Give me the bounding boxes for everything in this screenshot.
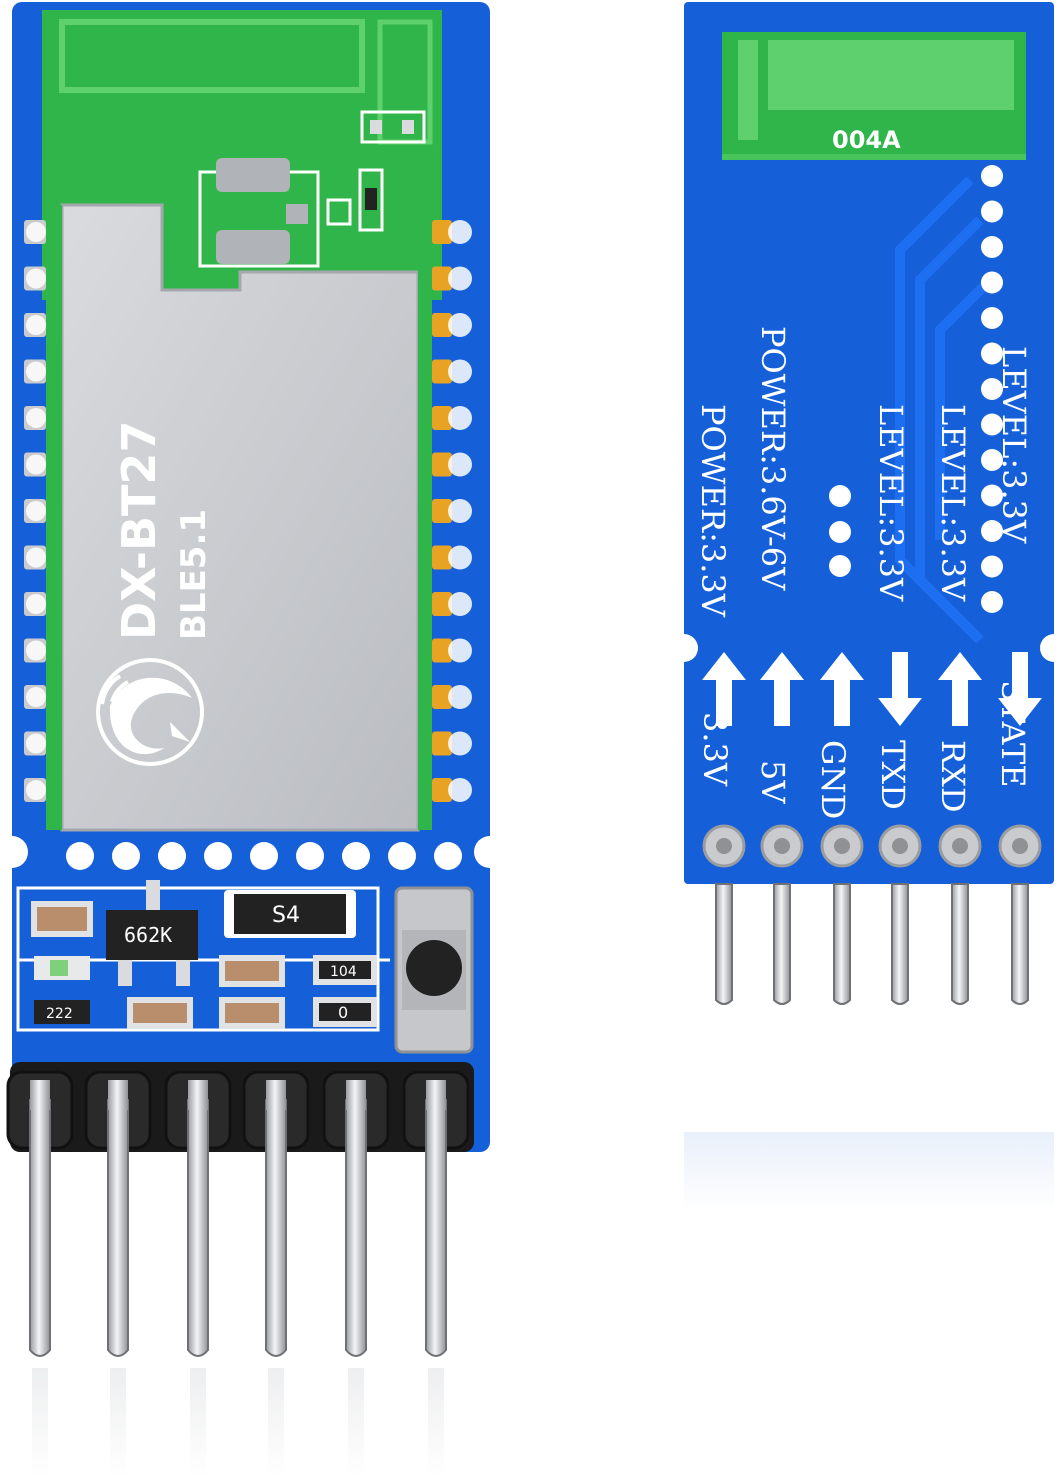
back-pin — [715, 883, 733, 1005]
side-pad — [432, 359, 452, 384]
edge-hole — [112, 842, 140, 870]
pin-label-rxd: RXD — [934, 740, 972, 813]
label-power-3v6-6v: POWER:3.6V-6V — [754, 326, 792, 591]
label-power-3v3: POWER:3.3V — [694, 404, 732, 618]
side-pad — [432, 452, 452, 477]
chip-0-label: 0 — [338, 1003, 348, 1022]
edge-hole — [158, 842, 186, 870]
header-pin — [187, 1099, 209, 1357]
label-level-3: LEVEL:3.3V — [995, 346, 1033, 544]
label-level-2: LEVEL:3.3V — [934, 404, 972, 602]
front-pins — [29, 1080, 447, 1478]
pin-label-3v3: 3.3V — [696, 712, 734, 787]
header-pin — [265, 1099, 287, 1357]
pin-label-5v: 5V — [754, 760, 792, 804]
side-pad — [432, 731, 452, 756]
front-module: DX-BT27 BLE5.1 S4 662K 222 104 0 — [0, 2, 506, 1478]
pin-label-gnd: GND — [814, 740, 852, 819]
module-name: DX-BT27 — [112, 421, 166, 640]
arrow-up-icon — [760, 652, 804, 726]
side-pad — [432, 685, 452, 709]
rf-shield — [60, 203, 420, 832]
side-pad — [432, 778, 452, 802]
chip-s4-label: S4 — [272, 903, 300, 928]
back-hole — [981, 520, 1003, 542]
back-hole — [981, 413, 1003, 436]
back-pin — [1011, 883, 1029, 1005]
left-pads — [24, 205, 62, 830]
header-pin — [345, 1099, 367, 1357]
header-pin — [425, 1099, 447, 1357]
arrow-down-icon — [998, 652, 1042, 726]
right-pads — [418, 205, 472, 830]
side-pad — [432, 592, 452, 616]
side-pad — [432, 545, 452, 570]
side-pad — [432, 406, 452, 430]
back-pin — [891, 883, 909, 1005]
reset-button[interactable] — [406, 940, 462, 996]
edge-hole — [66, 842, 94, 870]
back-hole — [981, 307, 1003, 329]
back-right-holes — [981, 165, 1003, 613]
edge-hole — [296, 842, 324, 870]
back-hole — [981, 591, 1003, 613]
side-pad — [432, 638, 452, 663]
side-pad — [432, 313, 452, 337]
edge-hole — [250, 842, 278, 870]
back-pin — [833, 883, 851, 1005]
back-hole — [981, 236, 1003, 258]
back-pins — [715, 883, 1029, 1005]
back-hole — [981, 484, 1003, 507]
back-hole — [981, 271, 1003, 294]
edge-hole — [342, 842, 370, 870]
back-hole — [981, 165, 1003, 187]
chip-104-label: 104 — [330, 964, 357, 980]
back-pin — [773, 883, 791, 1005]
back-hole — [981, 555, 1003, 578]
module-subname: BLE5.1 — [174, 509, 214, 640]
chip-222-label: 222 — [46, 1006, 73, 1022]
pin-label-state: STATE — [994, 680, 1032, 788]
arrow-up-icon — [820, 652, 864, 726]
side-pad — [432, 499, 452, 523]
arrow-down-icon — [878, 652, 922, 726]
edge-hole — [434, 842, 462, 870]
edge-hole — [204, 842, 232, 870]
chip-662k-label: 662K — [124, 923, 172, 947]
back-hole — [981, 449, 1003, 471]
side-pad — [432, 220, 452, 244]
back-hole — [981, 378, 1003, 400]
pin-label-txd: TXD — [874, 740, 912, 810]
back-hole — [981, 200, 1003, 223]
direction-arrows — [702, 652, 1042, 726]
brand-logo — [96, 658, 204, 766]
arrow-up-icon — [938, 652, 982, 726]
back-module: 004A POWER:3.3V POWER:3.6V-6V LEVEL:3.3V… — [670, 2, 1060, 1212]
edge-hole — [388, 842, 416, 870]
header-pin — [107, 1099, 129, 1357]
side-pad — [432, 266, 452, 291]
back-hole — [981, 342, 1003, 365]
back-pin-pads — [702, 824, 1042, 868]
header-pin — [29, 1099, 51, 1357]
back-pin — [951, 883, 969, 1005]
antenna-code: 004A — [832, 126, 901, 154]
label-level-1: LEVEL:3.3V — [872, 404, 910, 602]
edge-holes — [0, 836, 506, 870]
arrow-up-icon — [702, 652, 746, 726]
